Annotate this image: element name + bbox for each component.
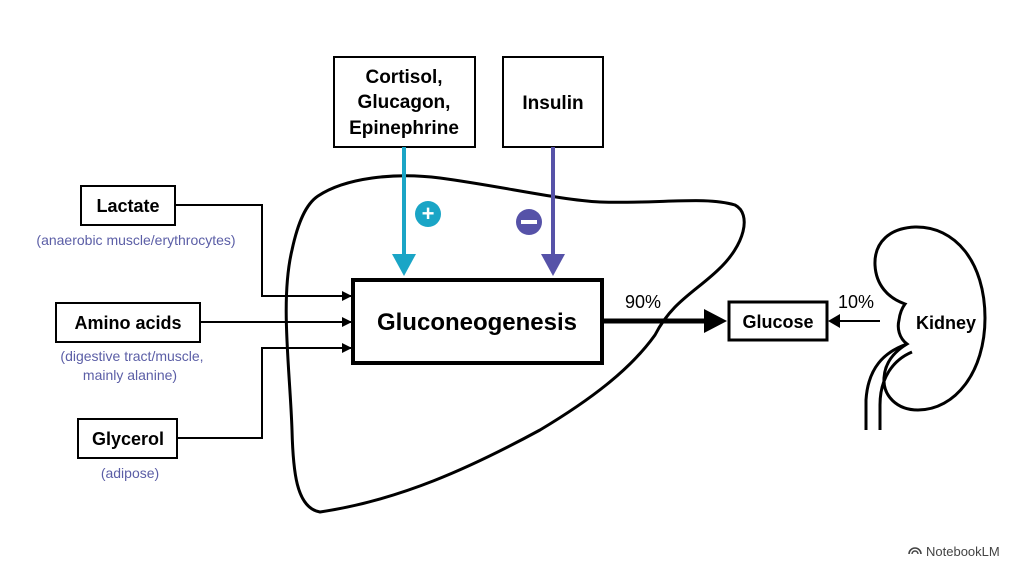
ureter-inner [878, 350, 913, 430]
liver-outline [284, 174, 746, 514]
inhibitor-hormone-box [502, 56, 604, 148]
hormone-glucagon: Glucagon, [358, 92, 451, 113]
hormone-insulin: Insulin [522, 93, 583, 114]
plus-icon [415, 201, 441, 227]
amino-acids-box [55, 302, 201, 343]
ureter-outer [864, 342, 908, 430]
lactate-arrow [175, 204, 352, 301]
plus-sign: + [422, 201, 435, 226]
watermark: NotebookLM [908, 544, 1000, 559]
gluconeogenesis-box [351, 278, 604, 365]
minus-sign-bar [521, 220, 537, 224]
kidney-output-arrow-head [828, 314, 840, 328]
glycerol-source: (adipose) [101, 465, 159, 481]
lactate-source: (anaerobic muscle/erythrocytes) [36, 232, 235, 248]
inhibit-arrow-head [541, 254, 565, 276]
lactate-label: Lactate [96, 196, 159, 216]
watermark-label: NotebookLM [926, 544, 1000, 559]
amino-acids-source-line-1: (digestive tract/muscle, [60, 348, 203, 364]
liver-output-arrow-head [704, 309, 727, 333]
notebooklm-logo-icon [908, 547, 922, 555]
hormone-epinephrine: Epinephrine [349, 118, 459, 139]
liver-contribution: 90% [625, 292, 661, 312]
stimulate-arrow-head [392, 254, 416, 276]
glycerol-arrow [177, 343, 352, 439]
amino-acids-label: Amino acids [74, 313, 181, 333]
amino-acids-source-line-2: mainly alanine) [83, 367, 177, 383]
kidney-label: Kidney [916, 313, 976, 333]
kidney-contribution: 10% [838, 292, 874, 312]
kidney-outline [873, 225, 987, 412]
glucose-box [727, 300, 829, 342]
glucose-label: Glucose [742, 312, 813, 332]
hormone-cortisol: Cortisol, [365, 67, 442, 88]
gluconeogenesis-label: Gluconeogenesis [377, 309, 577, 336]
glycerol-label: Glycerol [92, 429, 164, 449]
glycerol-box [77, 418, 178, 459]
